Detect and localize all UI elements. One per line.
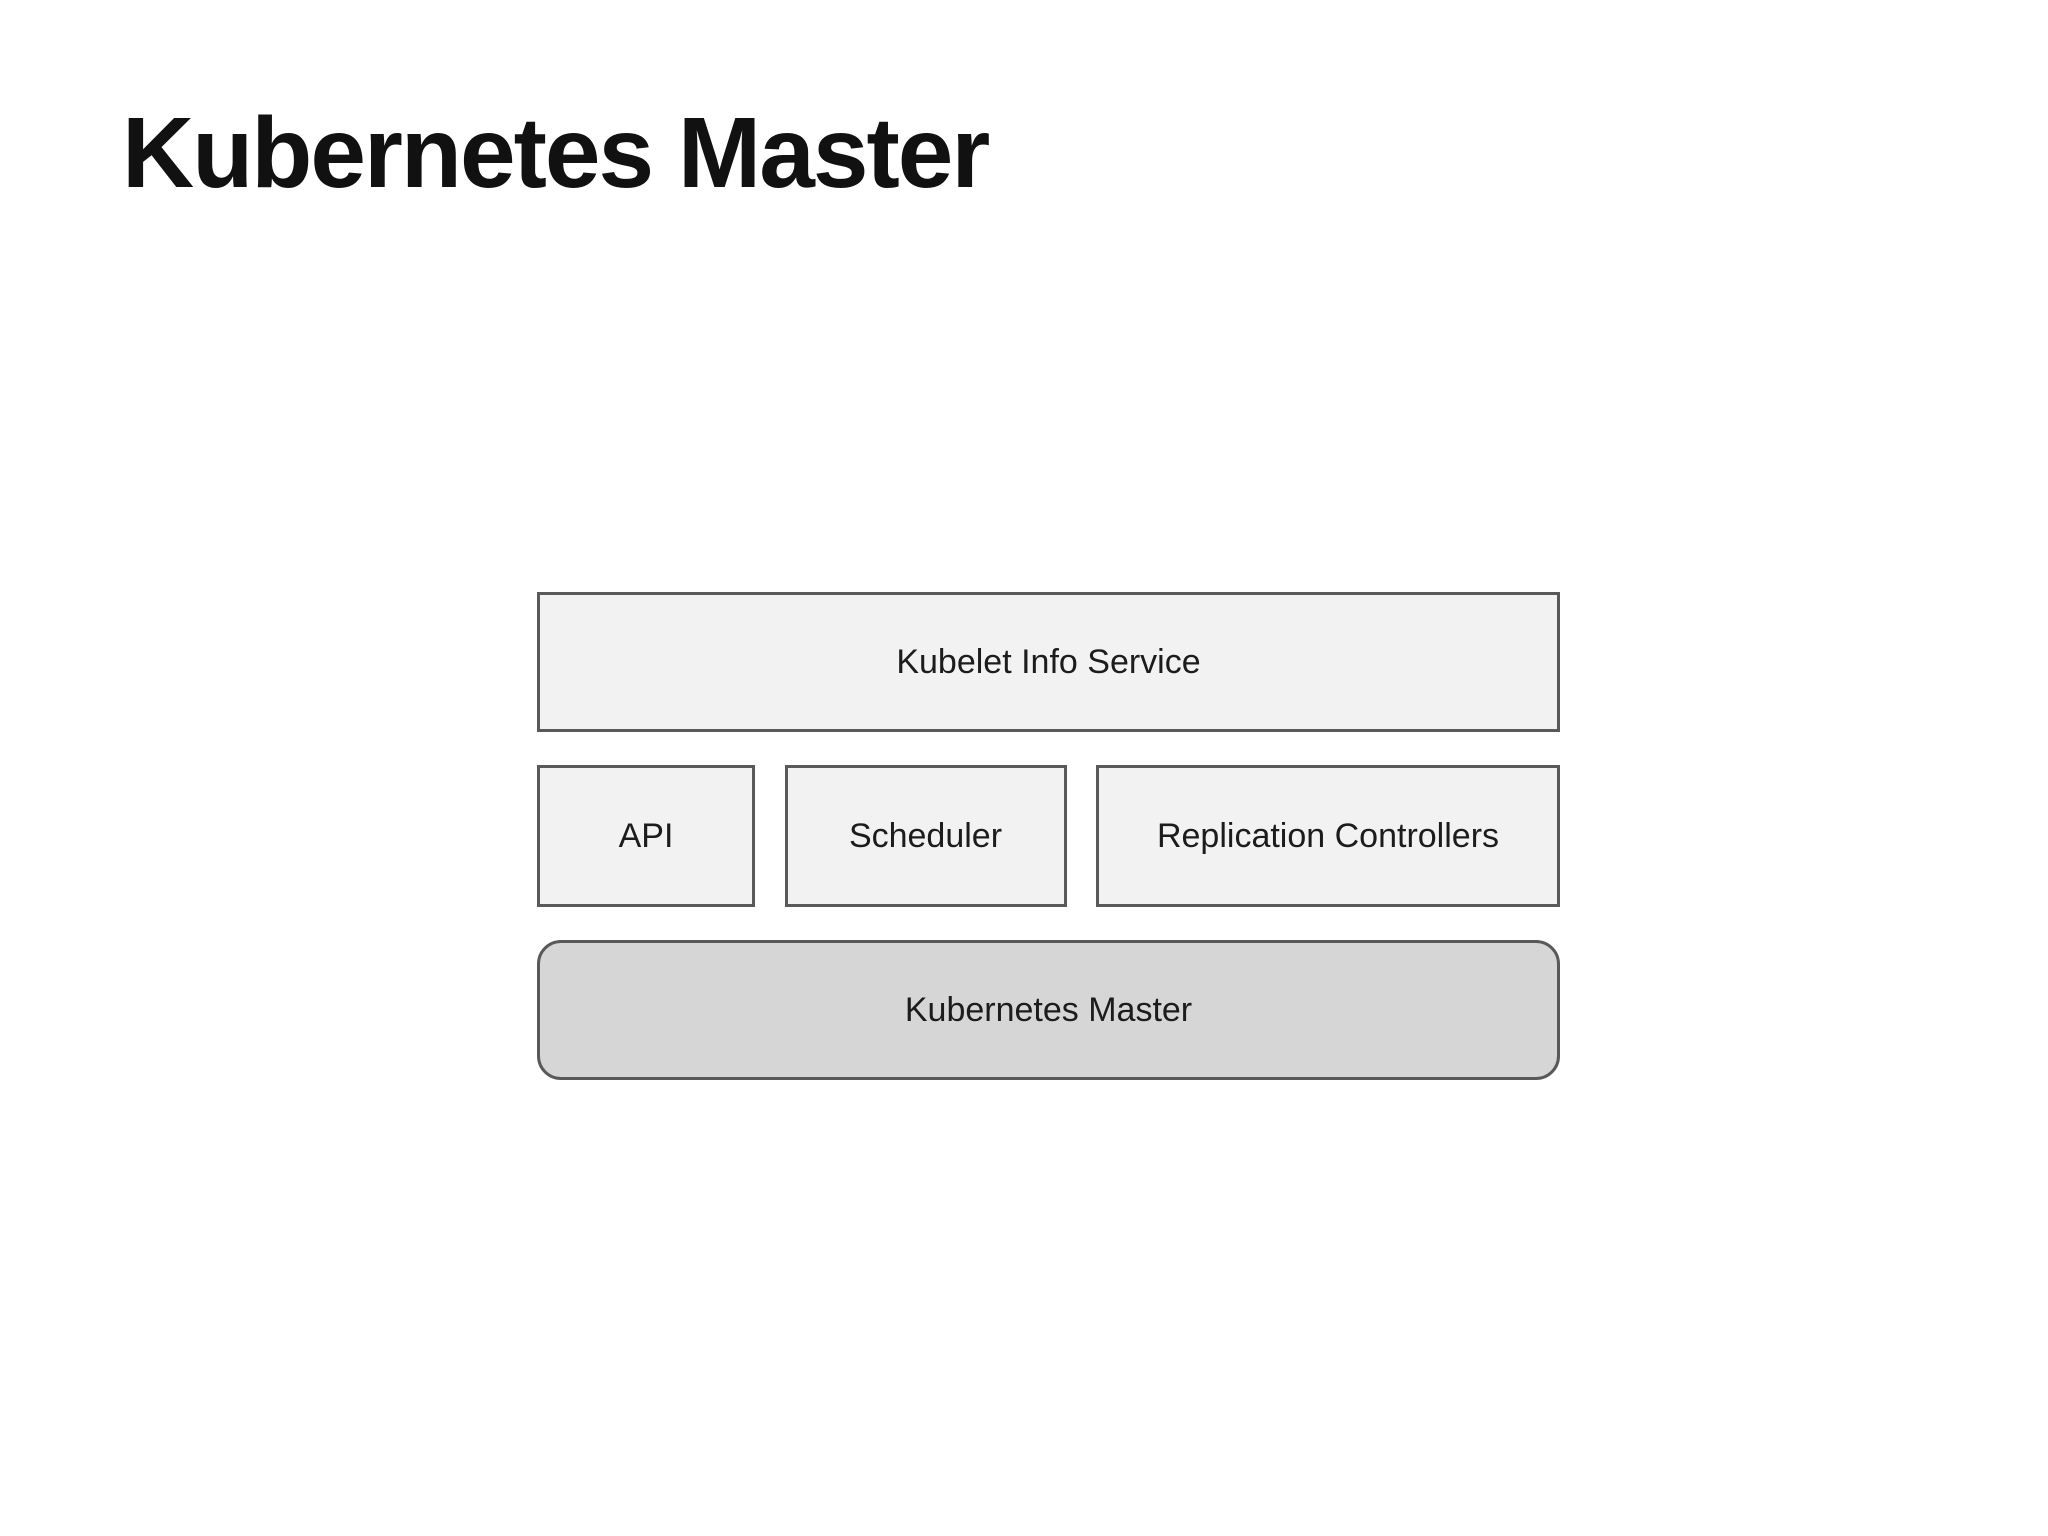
kubernetes-master-diagram: Kubelet Info Service API Scheduler Repli… <box>537 592 1560 1080</box>
node-api: API <box>537 765 755 907</box>
node-scheduler: Scheduler <box>784 765 1067 907</box>
diagram-middle-row: API Scheduler Replication Controllers <box>537 765 1560 907</box>
node-kubelet-info-service: Kubelet Info Service <box>537 592 1560 732</box>
node-replication-controllers: Replication Controllers <box>1096 765 1560 907</box>
page-title: Kubernetes Master <box>122 97 990 209</box>
node-kubernetes-master: Kubernetes Master <box>537 940 1560 1080</box>
